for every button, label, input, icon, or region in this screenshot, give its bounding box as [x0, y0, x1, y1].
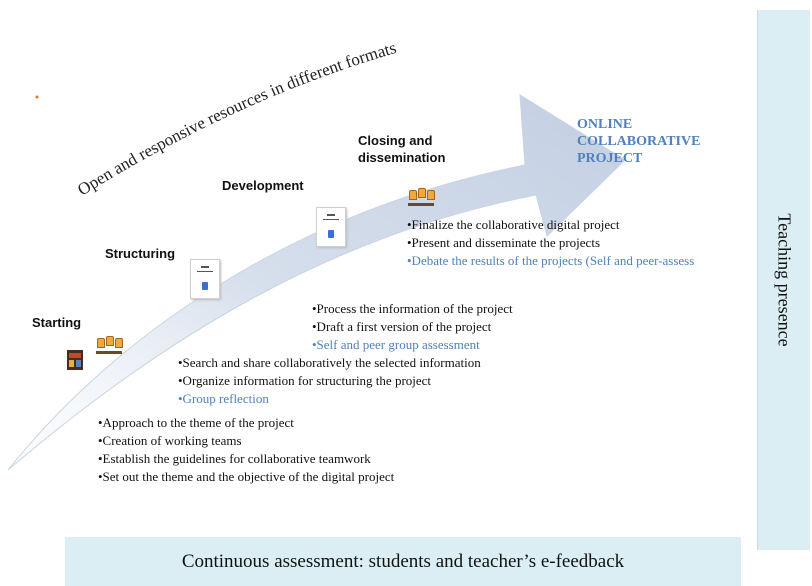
document-icon: [316, 207, 346, 247]
goal-line3: PROJECT: [577, 151, 643, 166]
phase-closing-line2: dissemination: [358, 150, 446, 165]
development-item: •Self and peer group assessment: [312, 337, 480, 352]
structuring-item: •Organize information for structuring th…: [178, 373, 432, 388]
goal-line1: ONLINE: [577, 117, 633, 132]
closing-item: •Debate the results of the projects (Sel…: [407, 253, 695, 268]
starting-item: •Creation of working teams: [98, 433, 242, 448]
starting-item: •Approach to the theme of the project: [98, 415, 294, 430]
goal-line2: COLLABORATIVE: [577, 134, 701, 149]
phase-development: Development: [222, 178, 304, 193]
starting-item: •Set out the theme and the objective of …: [98, 469, 395, 484]
closing-item: •Finalize the collaborative digital proj…: [407, 217, 620, 232]
goal-title: ONLINE COLLABORATIVE PROJECT: [577, 116, 700, 167]
structuring-list: •Search and share collaboratively the se…: [178, 354, 481, 408]
photo-icon: [67, 350, 83, 370]
development-item: •Process the information of the project: [312, 301, 513, 316]
phase-structuring: Structuring: [105, 246, 176, 261]
starting-item: •Establish the guidelines for collaborat…: [98, 451, 371, 466]
phase-closing: Closing and dissemination: [358, 132, 445, 166]
teaching-presence-label: Teaching presence: [774, 213, 795, 347]
decorative-dot: [35, 95, 39, 99]
closing-list: •Finalize the collaborative digital proj…: [407, 216, 694, 270]
development-item: •Draft a first version of the project: [312, 319, 492, 334]
continuous-assessment-panel: Continuous assessment: students and teac…: [65, 537, 741, 586]
structuring-item: •Group reflection: [178, 391, 269, 406]
people-icon: [96, 336, 123, 354]
document-icon: [190, 259, 220, 299]
phase-closing-line1: Closing and: [358, 133, 433, 148]
arc-resources-text: Open and responsive resources in differe…: [74, 38, 398, 199]
phase-starting: Starting: [32, 315, 82, 330]
closing-item: •Present and disseminate the projects: [407, 235, 601, 250]
continuous-assessment-label: Continuous assessment: students and teac…: [181, 550, 625, 572]
teaching-presence-panel: Teaching presence: [757, 10, 810, 550]
structuring-item: •Search and share collaboratively the se…: [178, 355, 481, 370]
progress-arrow: [7, 94, 626, 471]
development-list: •Process the information of the project …: [312, 300, 513, 354]
starting-list: •Approach to the theme of the project •C…: [98, 414, 394, 486]
people-icon: [408, 188, 435, 206]
